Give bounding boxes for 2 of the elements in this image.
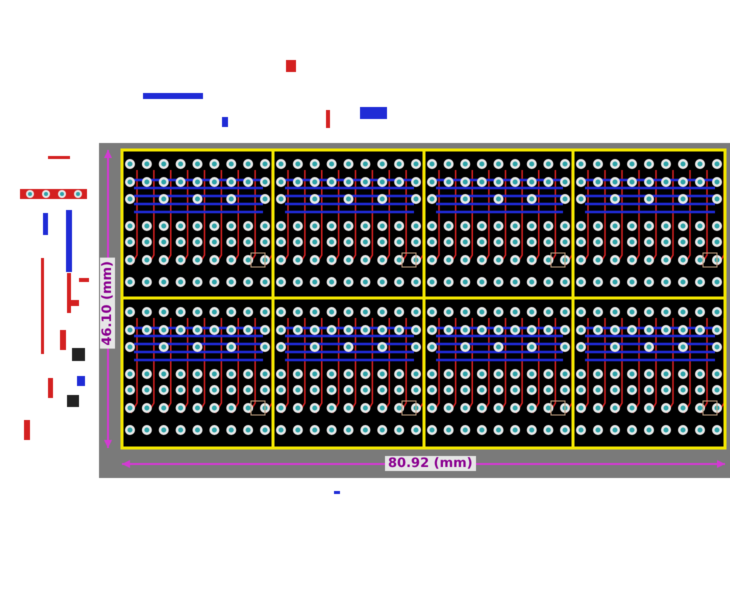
dimension-label: 80.92 (mm): [385, 456, 476, 471]
dimension-label: 46.10 (mm): [100, 258, 115, 349]
